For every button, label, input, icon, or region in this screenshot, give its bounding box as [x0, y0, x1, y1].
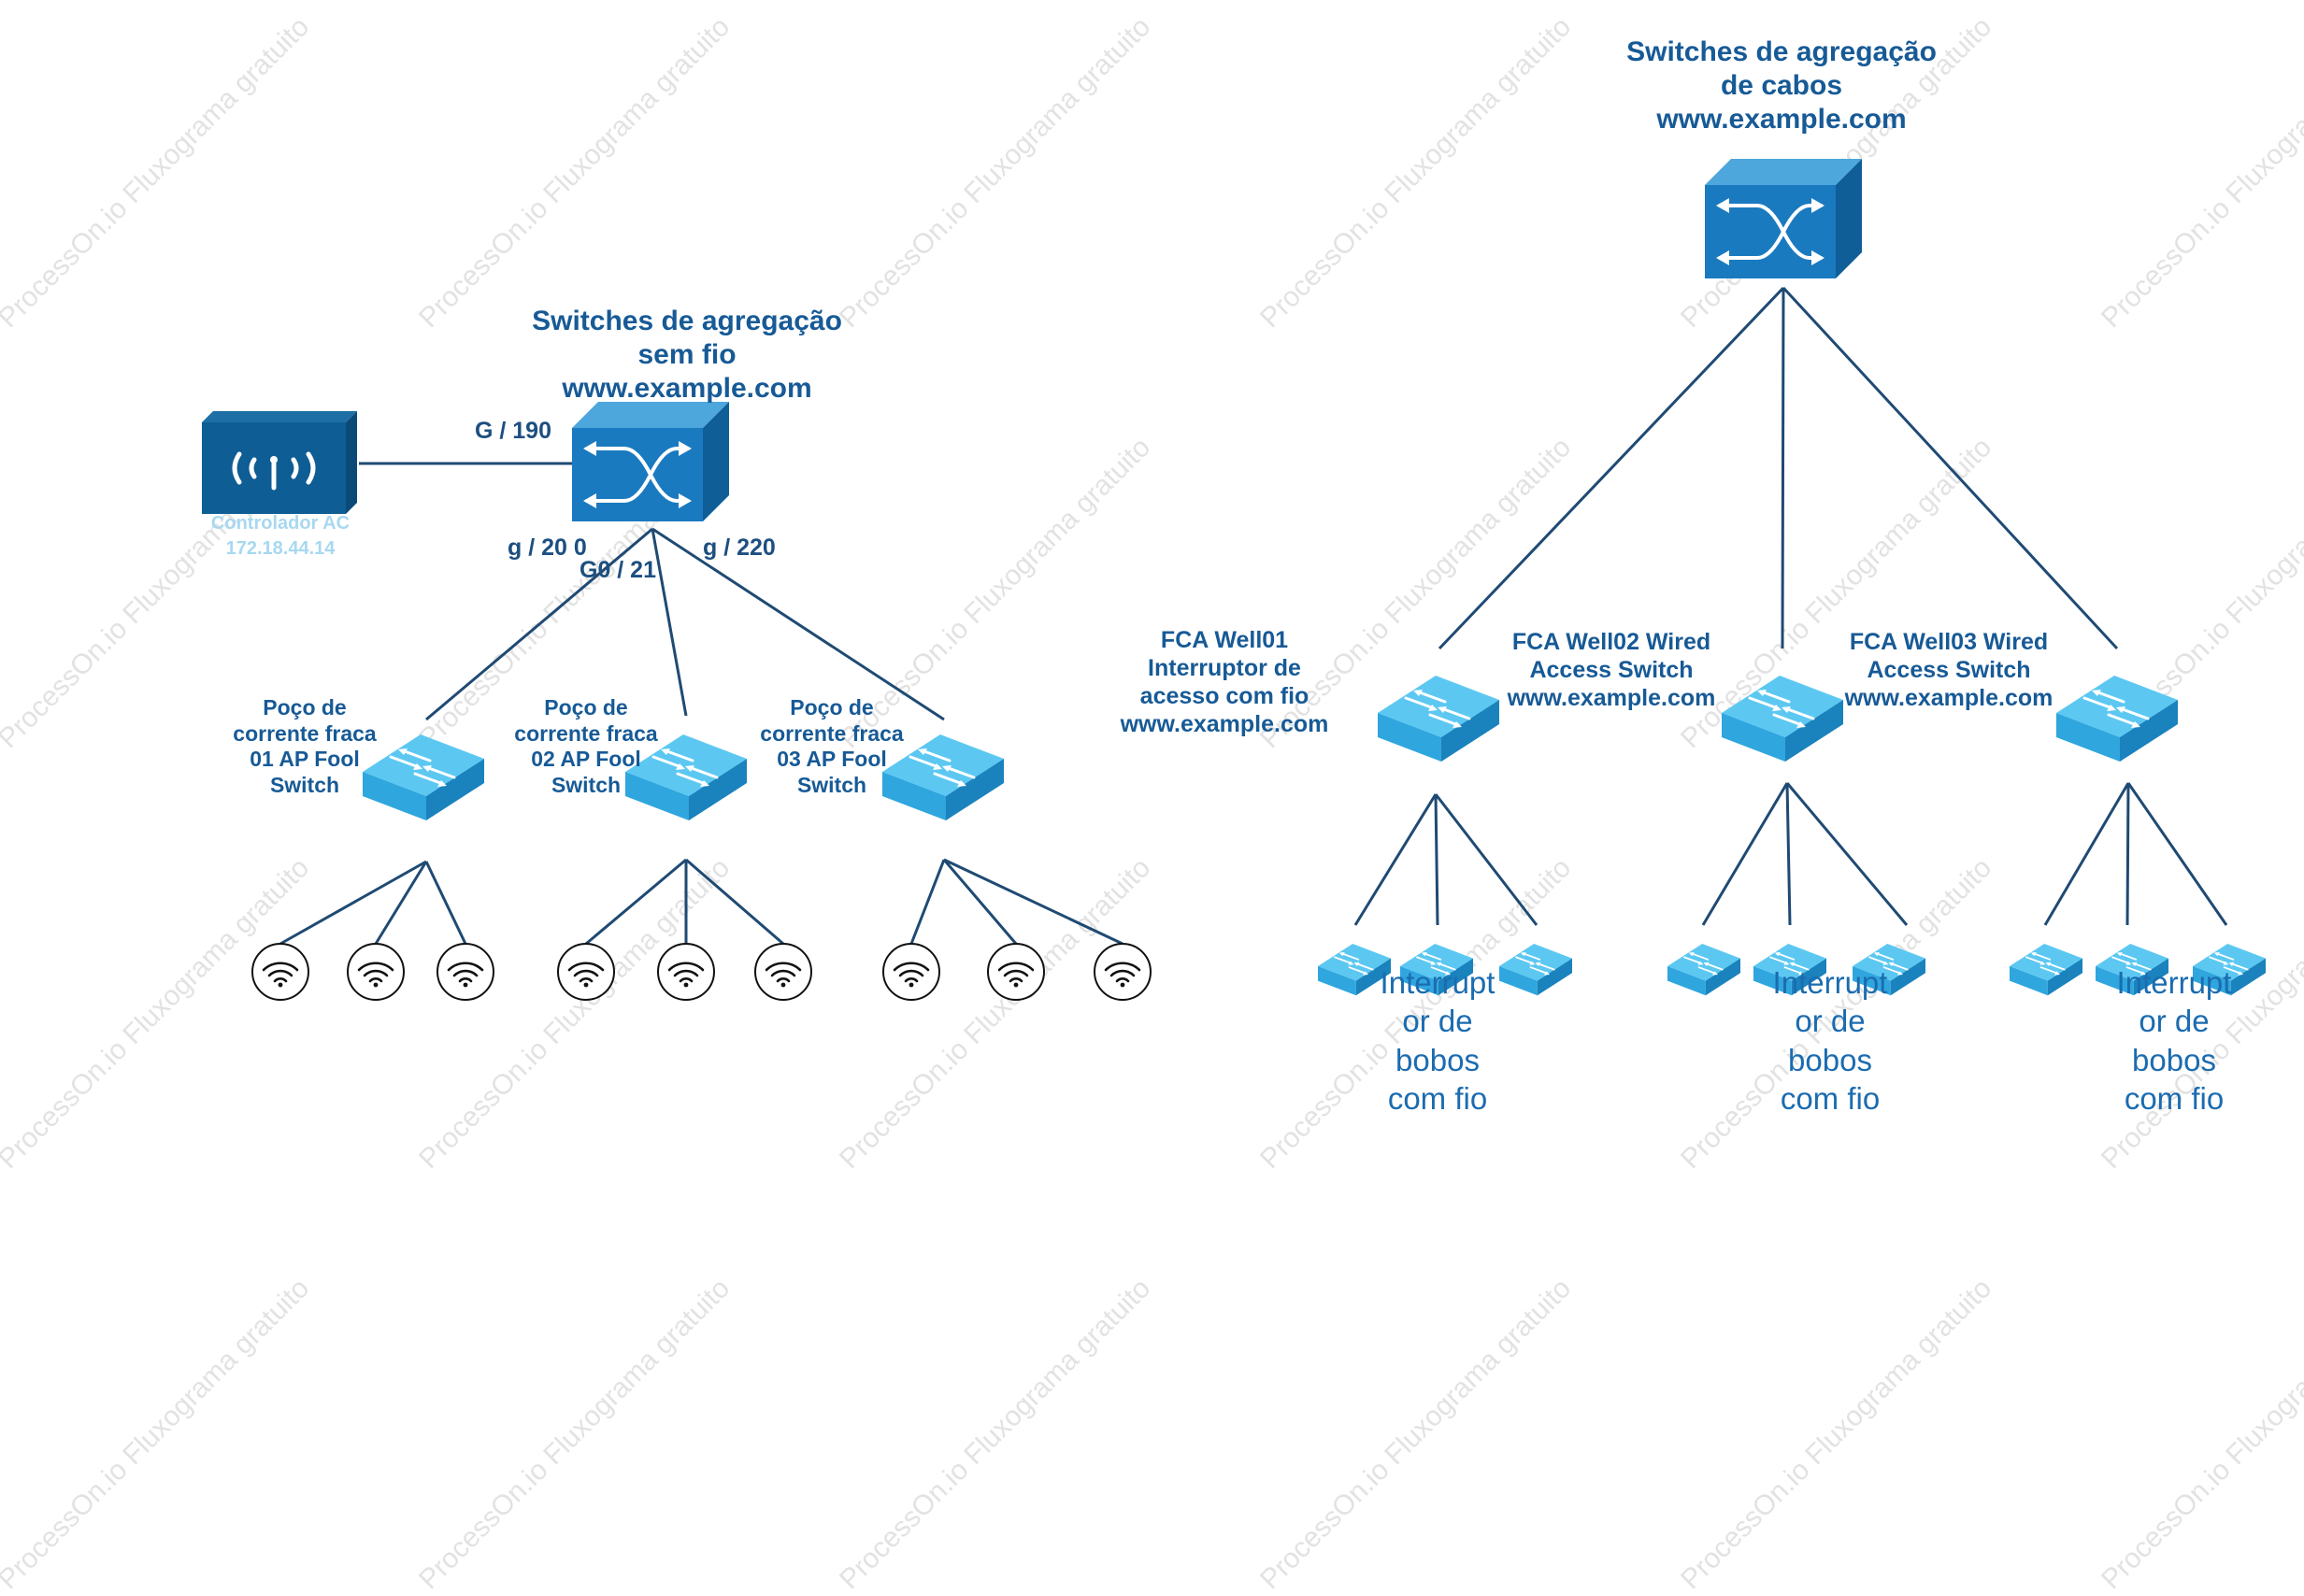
link-wireless-core-to-pool-switch-1 [425, 527, 653, 721]
wireless-aggregation-title: Switches de agregação sem fio www.exampl… [532, 306, 842, 404]
device-nodes [202, 157, 2267, 1002]
port-middle: G0 / 21 [580, 557, 656, 583]
link-wireless-core-to-pool-switch-3 [651, 527, 945, 721]
wifi-access-point-icon-8 [986, 942, 1046, 1002]
wired-aggregation-switch-icon [1703, 157, 1864, 280]
wifi-access-point-icon-3 [436, 942, 495, 1002]
link-pool-switch-1-to-ap-2 [374, 861, 428, 945]
link-access-switch-1-to-leaf-2 [1434, 793, 1439, 926]
link-pool-switch-1-to-ap-3 [424, 861, 467, 945]
leaf-switch-label-01: Interrupt or de bobos com fio [1380, 965, 1495, 1116]
leaf-switch-icon-7 [2009, 943, 2083, 997]
pool-switch-label-03: Poço de corrente fraca 03 AP Fool Switch [760, 695, 904, 797]
network-topology-diagram [0, 157, 2267, 1002]
access-switch-label-01: FCA Well01 Interruptor de acesso com fio… [1120, 627, 1329, 737]
wired-access-switch-icon-2 [1720, 674, 1845, 763]
wifi-access-point-icon-4 [556, 942, 616, 1002]
port-uplink: G / 190 [475, 418, 551, 444]
wifi-access-point-icon-2 [346, 942, 406, 1002]
wired-aggregation-title: Switches de agregação de cabos www.examp… [1626, 36, 1937, 135]
leaf-switch-icon-4 [1667, 943, 1741, 997]
wired-access-switch-icon-1 [1376, 674, 1501, 763]
access-switch-label-03: FCA Well03 Wired Access Switch www.examp… [1844, 629, 2054, 711]
link-pool-switch-2-to-ap-1 [585, 858, 687, 946]
leaf-switch-label-02: Interrupt or de bobos com fio [1772, 965, 1888, 1116]
wireless-controller-icon [202, 411, 357, 514]
link-access-switch-2-to-leaf-3 [1785, 782, 1909, 926]
link-access-switch-2-to-leaf-1 [1701, 782, 1789, 926]
link-access-switch-3-to-leaf-3 [2126, 782, 2228, 926]
wired-access-switch-icon-3 [2054, 674, 2180, 763]
leaf-switch-label-03: Interrupt or de bobos com fio [2116, 965, 2232, 1116]
wifi-access-point-icon-6 [753, 942, 813, 1002]
connection-lines [279, 286, 2228, 946]
link-access-switch-3-to-leaf-2 [2125, 782, 2130, 926]
port-right: g / 220 [703, 534, 776, 561]
link-access-switch-2-to-leaf-2 [1785, 782, 1792, 926]
link-pool-switch-3-to-ap-1 [909, 859, 946, 945]
controller-name: Controlador AC [210, 513, 351, 534]
link-wireless-core-to-pool-switch-2 [651, 528, 688, 717]
wireless-aggregation-switch-icon [570, 400, 731, 523]
link-wired-core-to-access-switch-2 [1781, 287, 1785, 649]
link-pool-switch-1-to-ap-1 [279, 860, 427, 946]
pool-switch-label-02: Poço de corrente fraca 02 AP Fool Switch [514, 695, 658, 797]
access-switch-label-02: FCA Well02 Wired Access Switch www.examp… [1507, 629, 1716, 711]
pool-switch-label-01: Poço de corrente fraca 01 AP Fool Switch [233, 695, 377, 797]
controller-ip: 172.18.44.14 [225, 538, 336, 559]
wifi-access-point-icon-1 [250, 942, 310, 1002]
wifi-access-point-icon-9 [1093, 942, 1152, 1002]
wifi-access-point-icon-5 [656, 942, 716, 1002]
link-access-switch-1-to-leaf-3 [1434, 793, 1538, 926]
link-wired-core-to-access-switch-1 [1438, 286, 1785, 650]
link-wired-core-to-access-switch-3 [1782, 286, 2119, 650]
link-access-switch-3-to-leaf-1 [2043, 782, 2130, 926]
port-left: g / 20 0 [508, 534, 587, 561]
link-access-switch-1-to-leaf-1 [1353, 793, 1438, 926]
link-pool-switch-3-to-ap-3 [943, 858, 1123, 946]
wifi-access-point-icon-7 [881, 942, 941, 1002]
link-pool-switch-2-to-ap-3 [685, 858, 784, 946]
link-pool-switch-3-to-ap-2 [942, 859, 1018, 945]
